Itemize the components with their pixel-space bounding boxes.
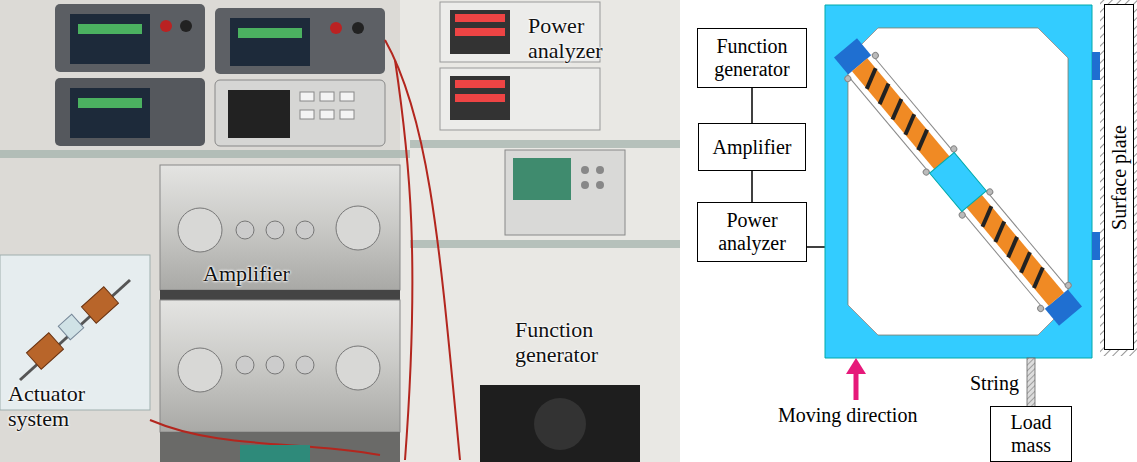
photo-label: Power analyzer bbox=[528, 14, 628, 63]
node-text: Function generator bbox=[704, 35, 800, 81]
process-box: Function generator bbox=[697, 28, 807, 88]
process-box: Power analyzer bbox=[697, 202, 807, 262]
photo-label: Function generator bbox=[515, 318, 645, 367]
connector-line bbox=[751, 88, 753, 123]
direction-label: Moving direction bbox=[778, 404, 948, 426]
actuator-schematic bbox=[806, 0, 1137, 410]
process-box: Amplifier bbox=[698, 123, 806, 171]
node-text: Power analyzer bbox=[704, 209, 800, 255]
node-text: Amplifier bbox=[713, 136, 792, 159]
node-text: Load mass bbox=[997, 411, 1065, 457]
photo-label: Actuator system bbox=[8, 382, 118, 431]
node-text: Surface plate bbox=[1108, 125, 1131, 230]
connector-line bbox=[751, 171, 753, 202]
photo-label: Amplifier bbox=[203, 262, 333, 287]
surface-plate: Surface plate bbox=[1104, 4, 1134, 350]
lab-photo bbox=[0, 0, 680, 462]
part-label: String bbox=[970, 372, 1030, 394]
load-mass-box: Load mass bbox=[990, 406, 1072, 462]
